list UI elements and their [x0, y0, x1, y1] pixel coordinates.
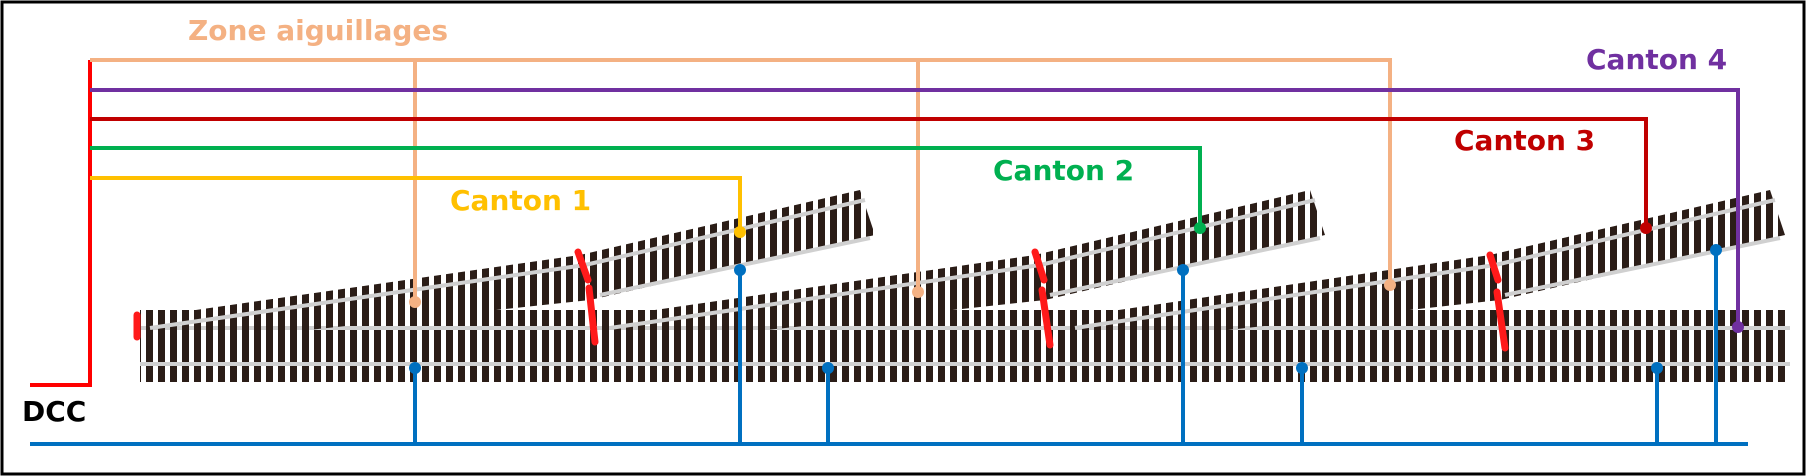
canton-1-label: Canton 1 — [450, 184, 591, 217]
zone-taps — [409, 279, 1396, 308]
canton-4-tap — [1732, 321, 1744, 333]
canton-1-wire — [90, 176, 742, 232]
turnout-3-branch — [1065, 190, 1785, 348]
common-return-taps — [409, 244, 1722, 374]
canton-2-wire — [90, 146, 1202, 228]
canton-2-tap — [1194, 222, 1206, 234]
canton-4-label: Canton 4 — [1586, 43, 1727, 76]
canton-3-label: Canton 3 — [1454, 124, 1595, 157]
insulated-joiners — [133, 248, 1509, 352]
turnout-1-branch — [140, 190, 875, 348]
dcc-feed-wire — [30, 60, 92, 387]
zone-aiguillages-label: Zone aiguillages — [188, 14, 448, 47]
canton-4-wire — [90, 88, 1740, 327]
common-return-wire — [30, 250, 1748, 446]
canton-3-tap — [1640, 222, 1652, 234]
canton-3-wire — [90, 117, 1648, 228]
canton-2-label: Canton 2 — [993, 154, 1134, 187]
canton-1-tap — [734, 226, 746, 238]
zone-aiguillages-wire — [90, 58, 1392, 302]
dcc-label: DCC — [22, 395, 86, 428]
